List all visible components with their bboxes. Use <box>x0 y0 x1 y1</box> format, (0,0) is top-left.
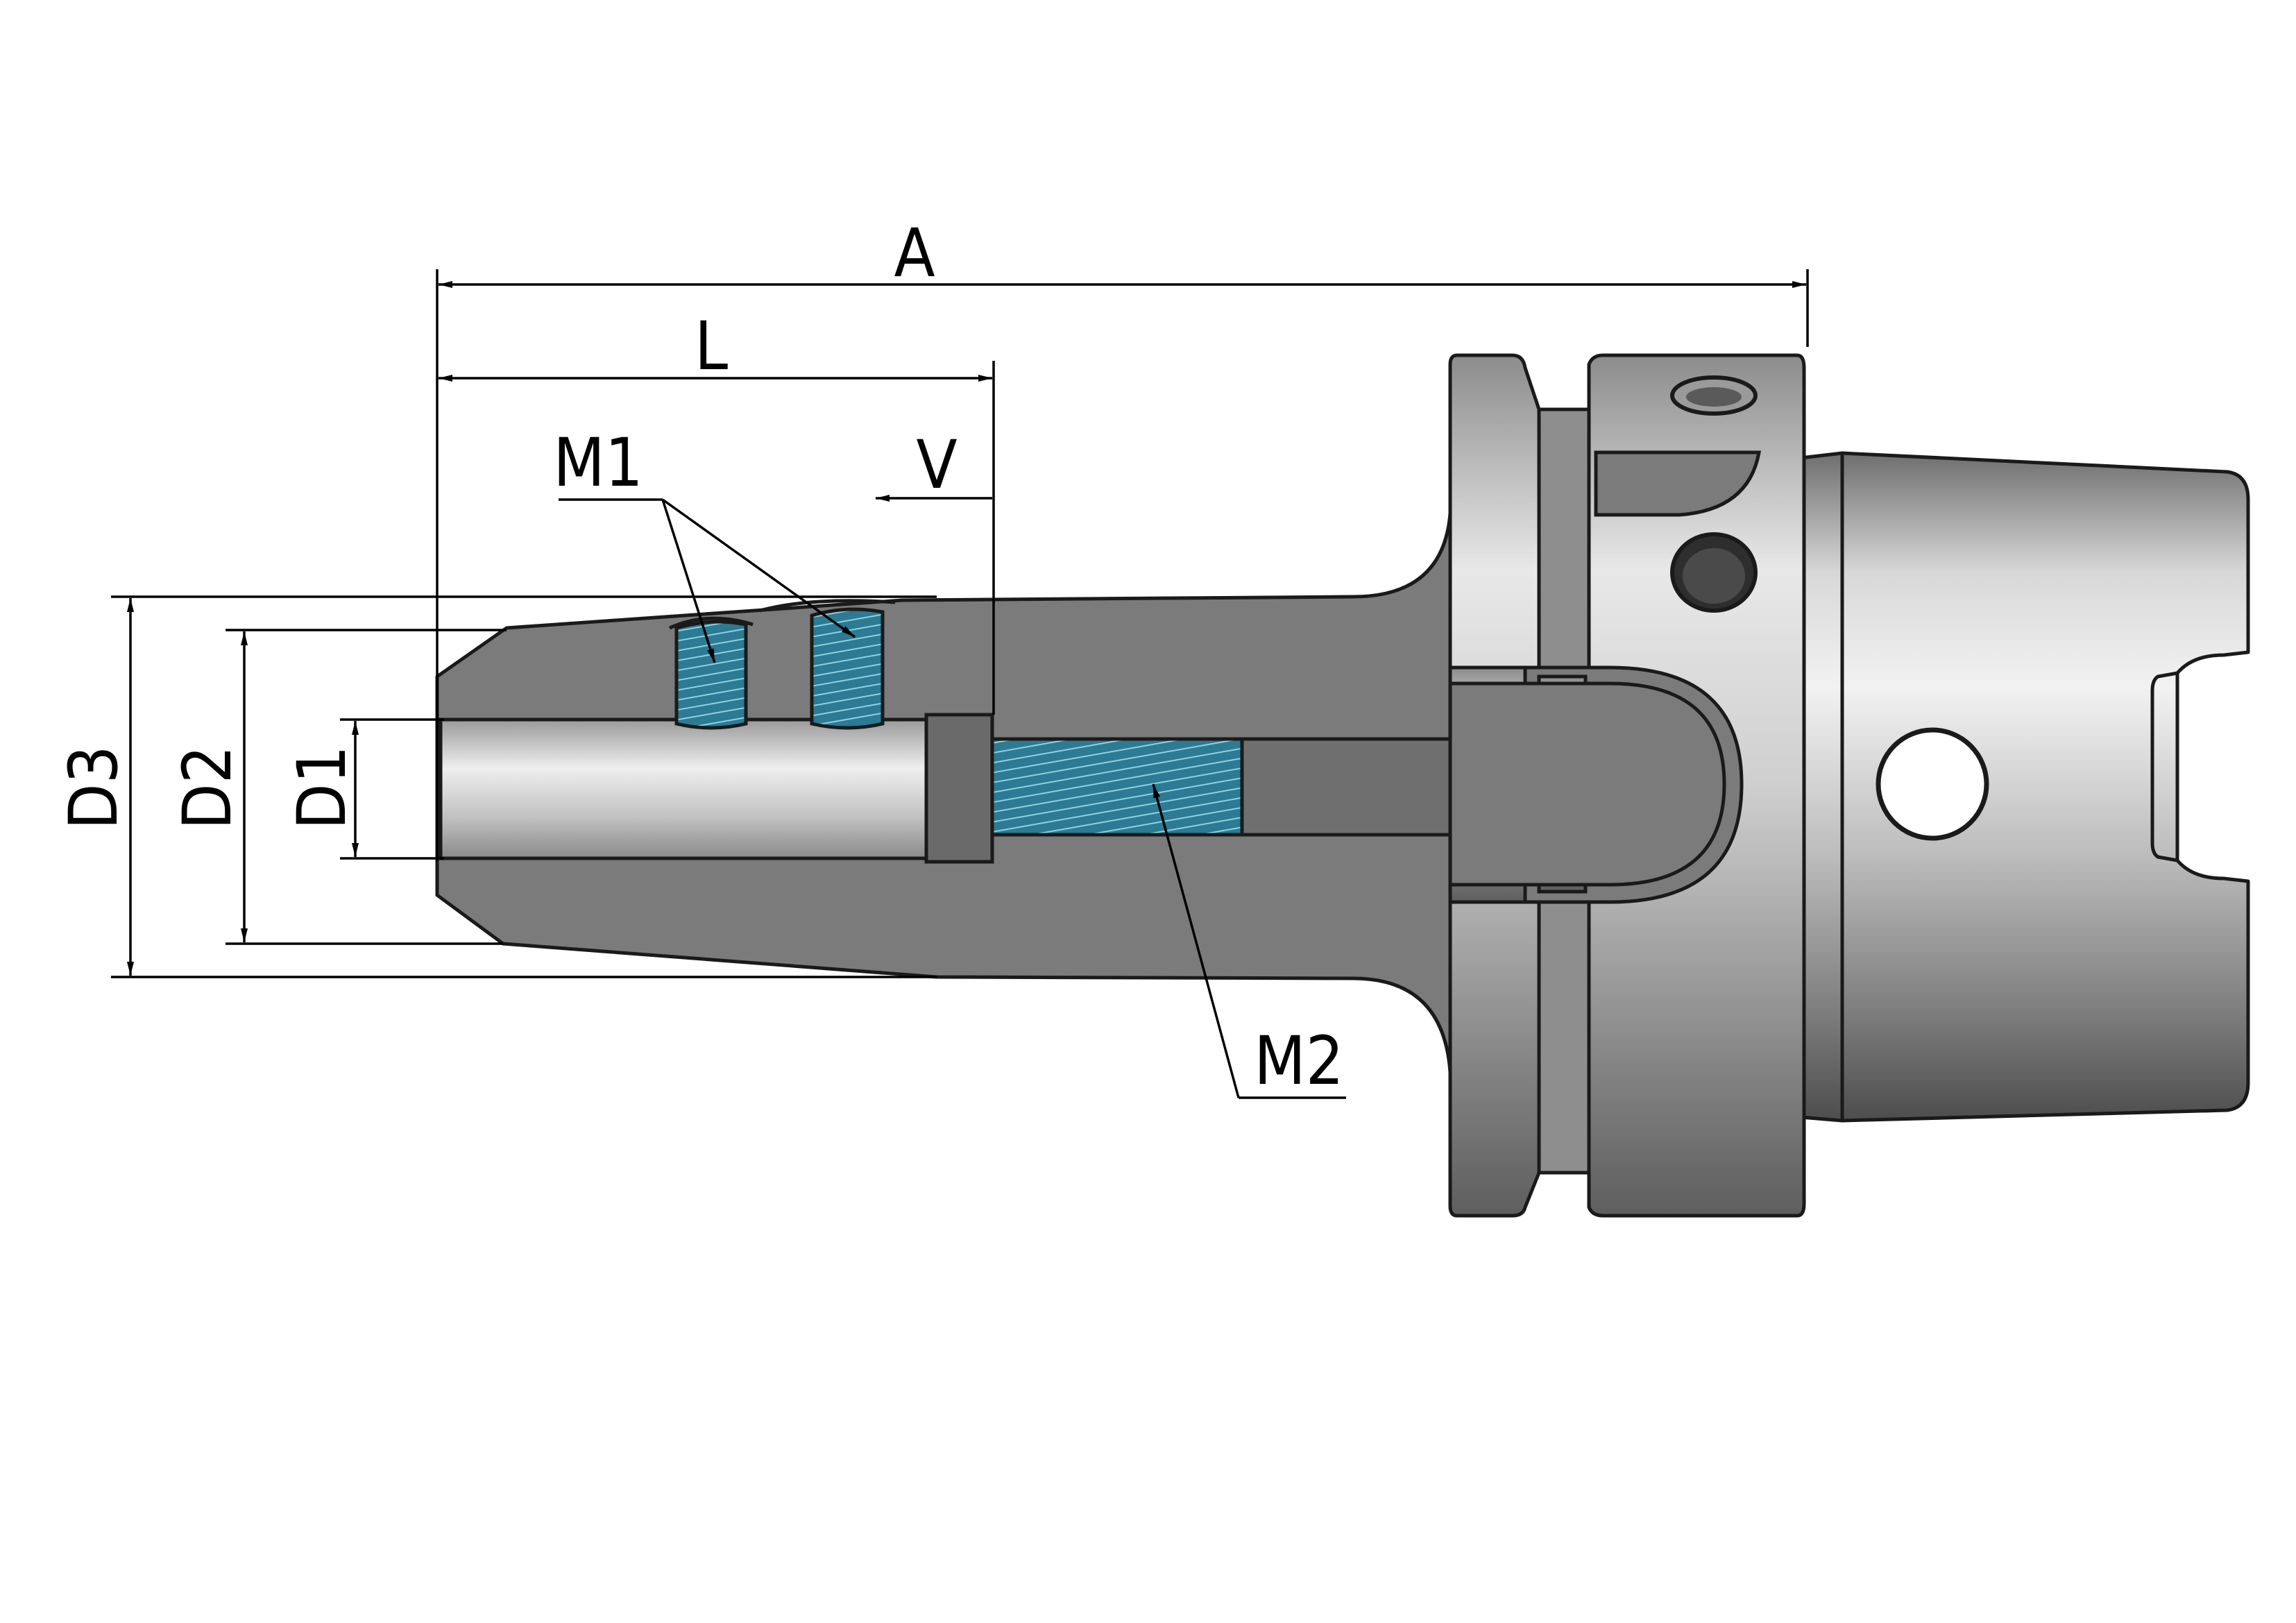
m1-screw-1 <box>674 620 748 730</box>
bore <box>439 713 1452 864</box>
m1-screws <box>668 599 896 730</box>
dim-d3-label: D3 <box>55 745 133 829</box>
taper-shank <box>1840 451 2250 1123</box>
m2-label: M2 <box>1254 1022 1343 1100</box>
m1-screw-2 <box>810 607 885 730</box>
coolant-hole <box>1876 727 1989 841</box>
dim-l-label: L <box>695 307 728 385</box>
dim-d2-label: D2 <box>169 745 246 829</box>
collar-ring <box>1798 451 1844 1123</box>
leaders: M1 M2 <box>553 424 1346 1100</box>
dim-d1-label: D1 <box>283 745 361 829</box>
dim-v-label: V <box>916 426 957 504</box>
dimensions: A L V D3 D2 D1 <box>55 214 1809 978</box>
m1-label: M1 <box>553 424 643 502</box>
m2-thread <box>990 737 1244 837</box>
dim-a-label: A <box>894 214 935 292</box>
